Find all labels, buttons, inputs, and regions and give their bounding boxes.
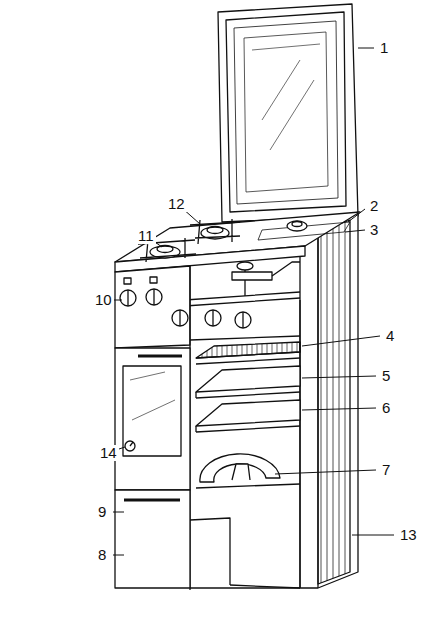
callout-number: 14 [98, 445, 119, 461]
callout-number: 7 [380, 462, 392, 478]
callout-number: 3 [368, 222, 380, 238]
callout-number: 2 [368, 198, 380, 214]
callout-number: 6 [380, 400, 392, 416]
callout-number: 12 [166, 196, 187, 212]
lid [218, 4, 358, 222]
side-panel [300, 212, 358, 588]
oven-rack [196, 342, 300, 364]
callout-number: 5 [380, 368, 392, 384]
drawer [115, 490, 300, 588]
gas-tap [185, 262, 300, 306]
callout-number: 11 [136, 228, 156, 244]
callout-number: 9 [96, 504, 108, 520]
callout-number: 1 [378, 40, 390, 56]
leader-lines [113, 48, 394, 555]
baking-tray [196, 366, 300, 432]
oven-door [115, 348, 190, 490]
cooktop [115, 212, 360, 272]
callout-number: 4 [384, 328, 396, 344]
callout-number: 8 [96, 547, 108, 563]
control-panel [115, 266, 251, 348]
oven-cavity [190, 266, 300, 590]
bottom-compartment [190, 518, 300, 588]
callout-number: 13 [398, 527, 419, 543]
oven-burner [196, 454, 300, 488]
callout-number: 10 [93, 292, 114, 308]
